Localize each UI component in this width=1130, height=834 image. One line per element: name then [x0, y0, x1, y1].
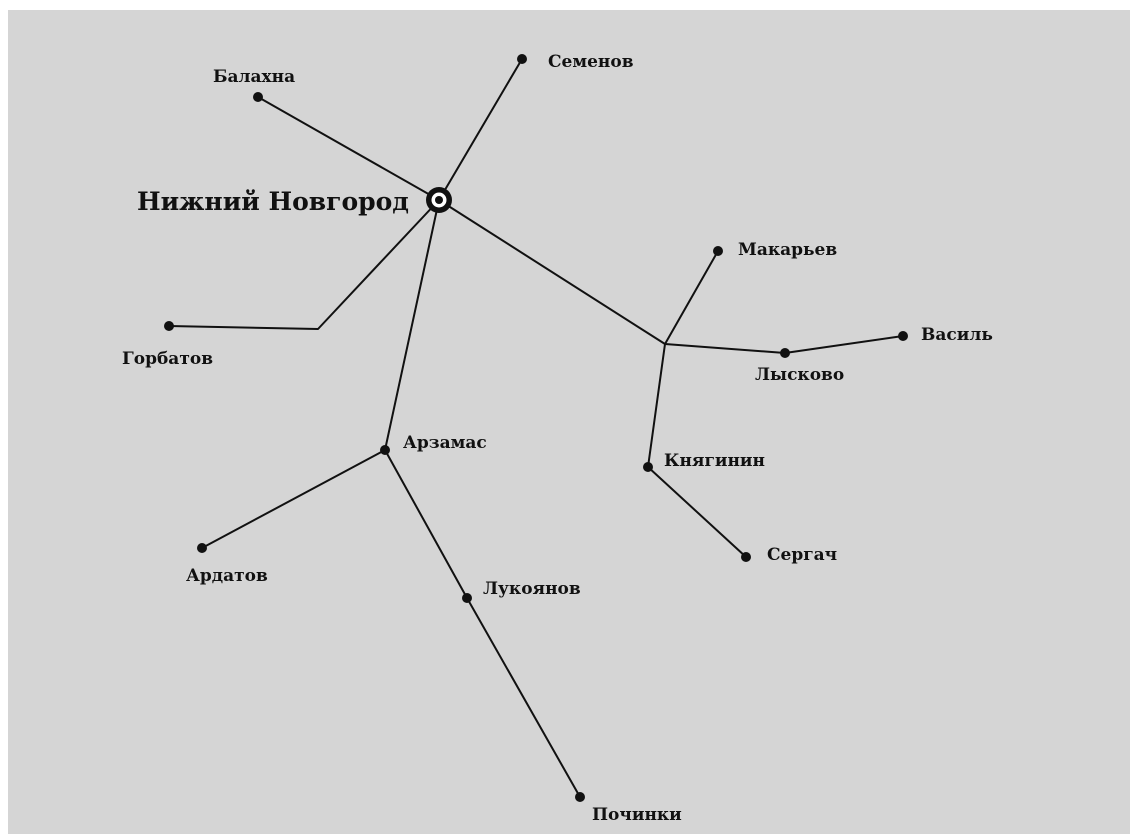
town-label-arzamas: Арзамас [403, 433, 487, 453]
town-label-ardatov: Ардатов [186, 566, 268, 586]
town-dot-ardatov [197, 543, 207, 553]
town-label-vasil: Василь [921, 325, 993, 345]
road-junction-lyskovo [664, 343, 786, 354]
town-label-lukoyanov: Лукоянов [483, 579, 581, 599]
road-arzamas-lukoyanov [384, 449, 468, 599]
road-nn-junction [438, 199, 666, 345]
town-dot-lyskovo [780, 348, 790, 358]
town-label-sergach: Сергач [767, 545, 837, 565]
town-dot-balakhna [253, 92, 263, 102]
road-knyaginin-sergach [647, 466, 747, 558]
road-nn-arzamas [384, 199, 440, 451]
roads [168, 58, 904, 798]
town-markers [164, 54, 908, 802]
town-dot-semenov [517, 54, 527, 64]
road-junction-makaryev [664, 250, 719, 345]
town-label-makaryev: Макарьев [738, 240, 837, 260]
town-label-lyskovo: Лысково [755, 365, 844, 385]
road-arzamas-ardatov [201, 449, 386, 549]
town-label-gorbatov: Горбатов [122, 349, 213, 369]
road-junction-knyaginin [647, 343, 666, 468]
bullseye-city-icon [426, 187, 452, 213]
town-label-balakhna: Балахна [213, 67, 295, 87]
town-label-pochinki: Починки [592, 805, 682, 825]
town-dot-arzamas [380, 445, 390, 455]
town-dot-gorbatov [164, 321, 174, 331]
road-lukoyanov-pochinki [466, 597, 581, 798]
town-dot-pochinki [575, 792, 585, 802]
road-nn-gorbatov [168, 199, 440, 330]
road-nn-balakhna [257, 96, 440, 201]
town-label-knyaginin: Княгинин [664, 451, 765, 471]
capital-label: Нижний Новгород [137, 187, 409, 216]
map-background [8, 10, 1130, 834]
town-dot-sergach [741, 552, 751, 562]
town-dot-makaryev [713, 246, 723, 256]
town-dot-vasil [898, 331, 908, 341]
town-labels: Нижний Новгород Балахна Семенов Горбатов… [122, 52, 993, 825]
town-dot-lukoyanov [462, 593, 472, 603]
town-label-semenov: Семенов [548, 52, 634, 72]
road-lyskovo-vasil [784, 335, 904, 354]
road-nn-semenov [438, 58, 523, 201]
town-dot-knyaginin [643, 462, 653, 472]
